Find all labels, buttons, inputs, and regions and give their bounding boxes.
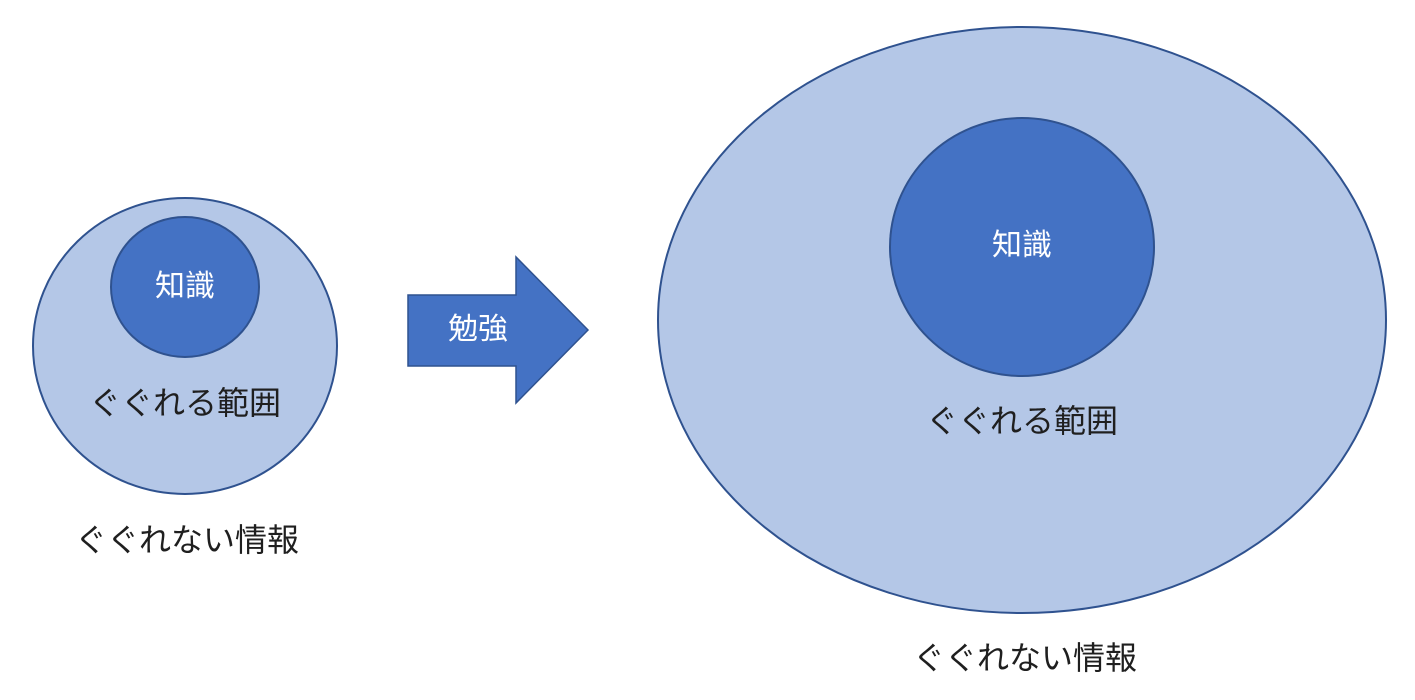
before-knowledge-circle (110, 216, 260, 358)
after-searchable-range-label: ぐぐれる範囲 (925, 402, 1119, 440)
before-unsearchable-info-label: ぐぐれない情報 (74, 521, 300, 559)
after-group (657, 26, 1387, 614)
after-knowledge-circle (889, 117, 1155, 377)
after-knowledge-label: 知識 (992, 228, 1052, 263)
before-knowledge-label: 知識 (155, 269, 215, 304)
study-arrow (407, 255, 590, 405)
before-group (32, 197, 338, 495)
after-unsearchable-info-label: ぐぐれない情報 (912, 639, 1138, 677)
study-arrow-label: 勉強 (448, 312, 508, 347)
before-searchable-range-label: ぐぐれる範囲 (88, 384, 282, 422)
